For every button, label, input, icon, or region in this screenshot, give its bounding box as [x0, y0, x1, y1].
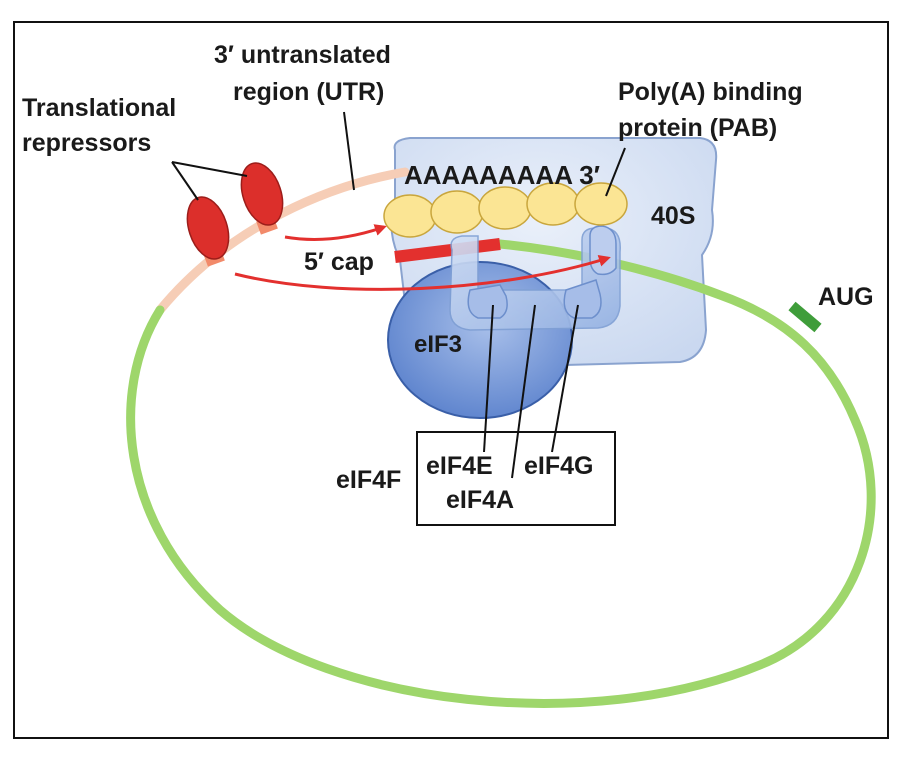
label-pab-line2: protein (PAB) — [618, 114, 777, 142]
leader-eif4g — [551, 304, 579, 453]
aug-codon — [788, 301, 822, 333]
label-eif4e: eIF4E — [426, 452, 493, 480]
label-pab-line1: Poly(A) binding — [618, 78, 803, 106]
label-repressors-line2: repressors — [22, 129, 151, 157]
mrna-coding-loop — [126, 239, 876, 708]
label-eif4f: eIF4F — [336, 466, 401, 494]
label-eif4g: eIF4G — [524, 452, 593, 480]
repressor-protein — [186, 196, 230, 260]
repressor-arrow-to-pab — [284, 224, 387, 241]
label-eif4a: eIF4A — [446, 486, 514, 514]
label-five-prime-cap: 5′ cap — [304, 248, 374, 276]
eif4f-bracket-box — [416, 431, 616, 526]
label-aug: AUG — [818, 283, 874, 311]
repressor-arrow-to-eif4g — [234, 254, 611, 291]
figure-frame — [13, 21, 889, 739]
repressor-protein — [240, 162, 284, 226]
pab-protein — [430, 190, 484, 234]
translational-repressors — [186, 162, 284, 267]
label-poly-a-tail: AAAAAAAAA 3′ — [404, 160, 600, 190]
label-eif3: eIF3 — [414, 331, 462, 358]
five-prime-cap — [394, 238, 501, 263]
leader-repressors-b — [171, 161, 248, 177]
eif4e-factor — [467, 284, 508, 319]
leader-utr — [343, 111, 355, 191]
leader-eif4a — [511, 304, 536, 479]
frame-gap — [14, 740, 104, 746]
label-utr-line2: region (UTR) — [233, 78, 384, 106]
pab-proteins — [383, 182, 628, 238]
pab-protein — [478, 186, 532, 230]
eif4g-factor — [563, 279, 602, 319]
leader-repressors-a — [171, 161, 199, 201]
label-40s: 40S — [651, 202, 695, 230]
pab-protein — [383, 194, 437, 238]
leader-pab — [605, 147, 626, 197]
pab-protein — [574, 182, 628, 226]
leader-eif4e — [483, 304, 494, 453]
eif4g-upper-arm — [589, 225, 617, 276]
label-repressors-line1: Translational — [22, 94, 176, 122]
label-utr-line1: 3′ untranslated — [214, 41, 391, 69]
